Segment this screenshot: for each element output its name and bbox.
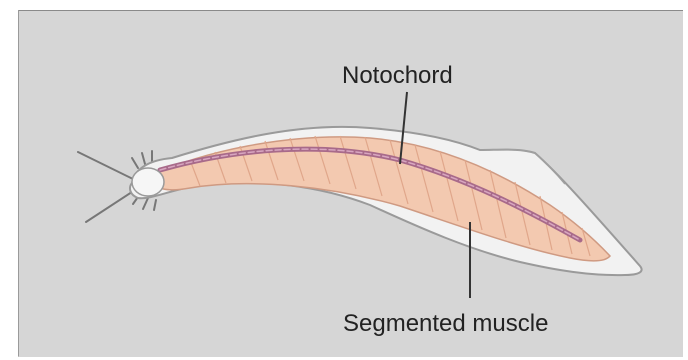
notochord-label: Notochord (342, 64, 453, 88)
segmented-muscle-label: Segmented muscle (343, 312, 548, 336)
head (132, 168, 164, 196)
